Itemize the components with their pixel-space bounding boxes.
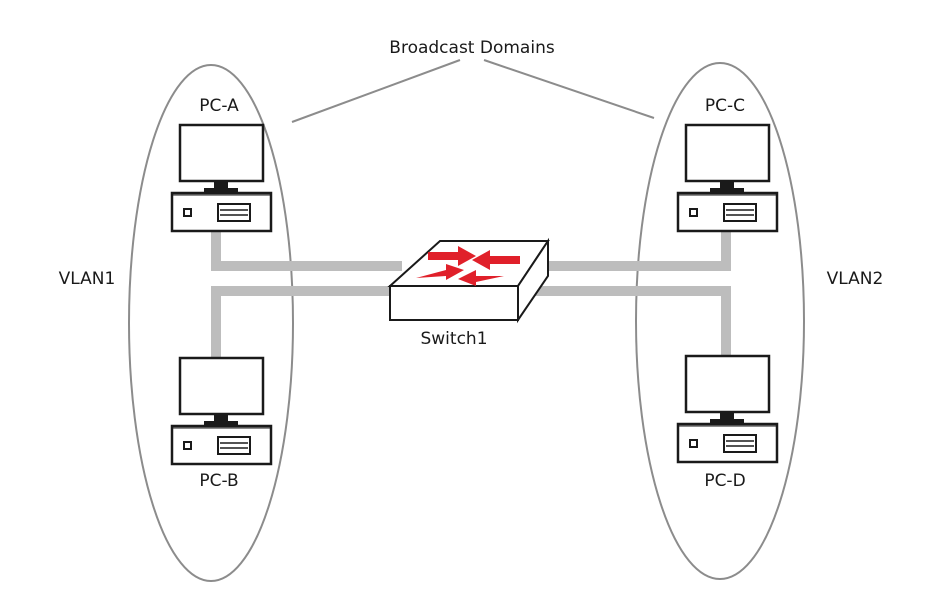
pc-c-icon: [676, 123, 779, 233]
vlan1-label: VLAN1: [59, 269, 116, 289]
cable-pc-c: [537, 226, 731, 271]
pc-b-label: PC-B: [199, 471, 238, 491]
pc-d-label: PC-D: [704, 471, 745, 491]
pc-a-label: PC-A: [199, 96, 239, 116]
switch-arrows-icon: [416, 246, 520, 286]
pc-a-icon: [170, 123, 273, 233]
callout-line-left: [291, 59, 461, 123]
switch-label: Switch1: [420, 329, 487, 349]
pc-d-icon: [676, 354, 779, 464]
pc-c-label: PC-C: [705, 96, 745, 116]
callout-line-right: [483, 59, 655, 119]
switch-icon: [387, 237, 550, 324]
cable-pc-a: [211, 226, 402, 271]
cable-pc-b: [211, 286, 396, 360]
pc-b-icon: [170, 356, 273, 466]
cables: [211, 226, 731, 360]
diagram-title: Broadcast Domains: [389, 38, 555, 58]
cable-pc-d: [518, 286, 731, 358]
broadcast-domain-vlan2: [635, 62, 805, 580]
vlan2-label: VLAN2: [827, 269, 884, 289]
broadcast-domain-vlan1: [128, 64, 294, 582]
